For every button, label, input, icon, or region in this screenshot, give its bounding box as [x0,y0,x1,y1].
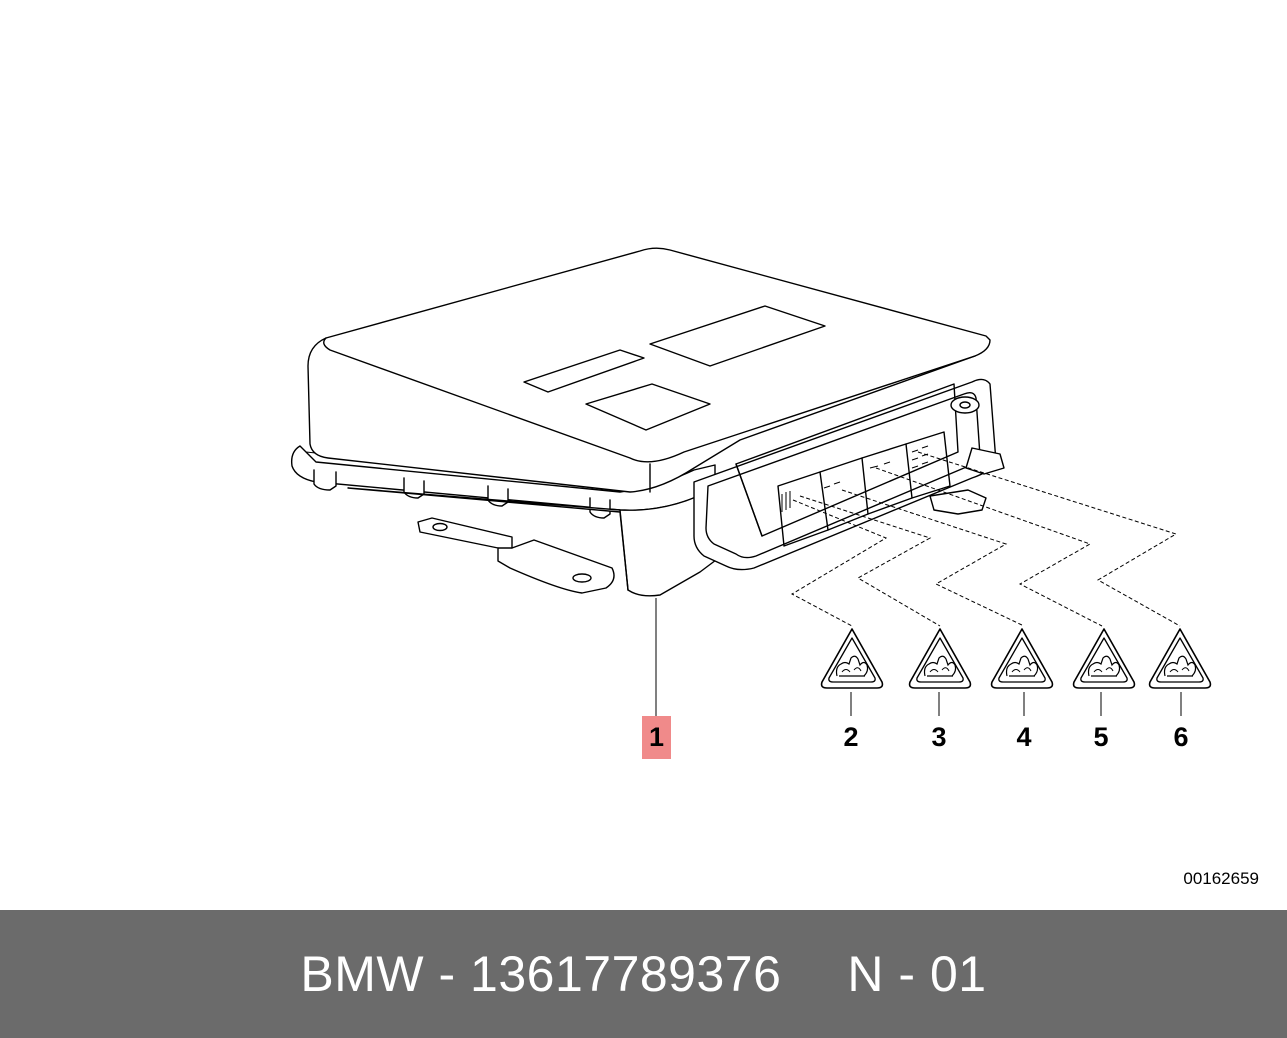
esd-warning-triangle-icon [1148,628,1212,689]
callout-6[interactable]: 6 [1173,722,1188,752]
variant-text: N - 01 [847,946,987,1002]
document-number: 00162659 [1183,869,1259,888]
esd-warning-triangle-icon [908,628,972,689]
esd-warning-triangle-icon [820,628,884,689]
parts-diagram: 1 2 3 4 5 6 [290,247,1212,759]
callout-leader-lines [850,692,1182,716]
esd-warning-triangle-icon [1072,628,1136,689]
callout-2[interactable]: 2 [843,722,858,752]
footer-bar: BMW - 13617789376 N - 01 [0,910,1287,1038]
part-number-text: BMW - 13617789376 [300,946,782,1002]
callout-1-highlight [642,716,671,759]
callout-5[interactable]: 5 [1093,722,1108,752]
callout-1[interactable]: 1 [649,722,664,752]
esd-warning-triangle-icon [990,628,1054,689]
control-unit-drawing [290,247,1181,627]
callout-3[interactable]: 3 [931,722,946,752]
callout-4[interactable]: 4 [1016,722,1031,752]
